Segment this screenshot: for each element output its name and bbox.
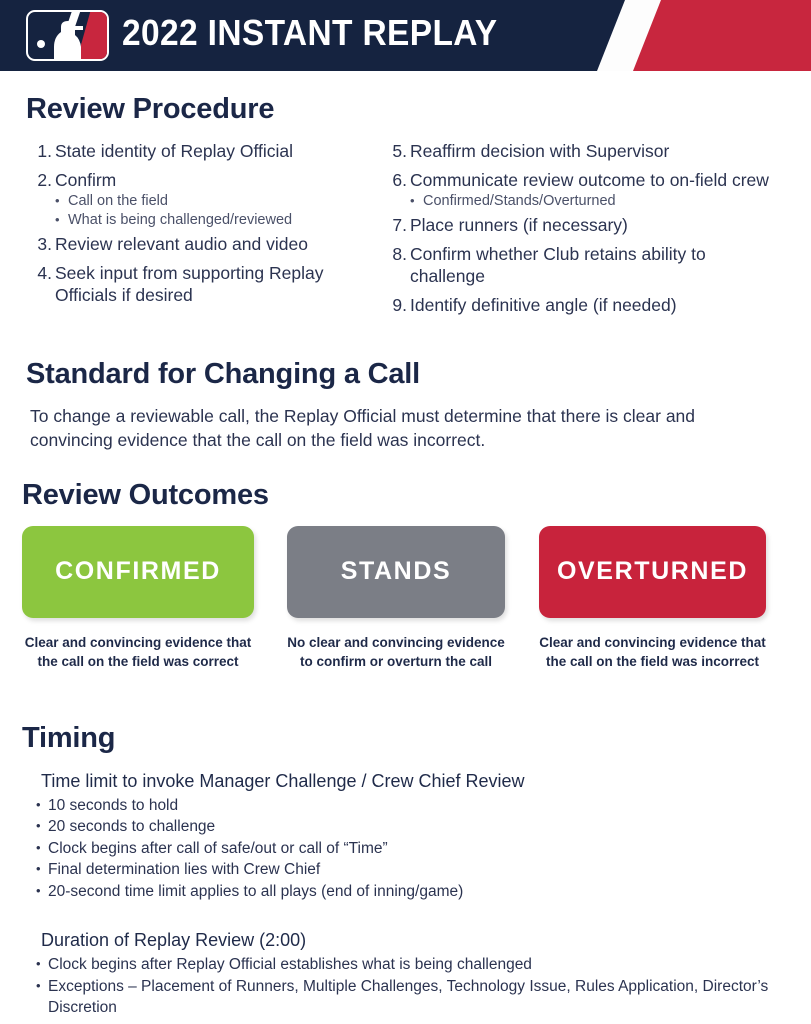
procedure-item-number: 3. [37, 233, 52, 254]
procedure-item: 1.State identity of Replay Official [30, 140, 390, 162]
batter-silhouette-icon [54, 21, 83, 59]
timing-block: Duration of Replay Review (2:00)Clock be… [36, 928, 811, 1019]
procedure-subitem: Call on the field [55, 191, 390, 211]
timing-section: Timing Time limit to invoke Manager Chal… [0, 722, 811, 1019]
procedure-item: 9.Identify definitive angle (if needed) [385, 294, 785, 316]
review-outcomes-boxes: CONFIRMED STANDS OVERTURNED [0, 525, 811, 618]
timing-title: Timing [22, 722, 116, 754]
procedure-item-text: Confirm [55, 169, 117, 190]
procedure-item-text: Confirm whether Club retains ability to … [410, 243, 706, 286]
baseball-icon [37, 40, 45, 48]
review-outcomes-title: Review Outcomes [22, 479, 269, 511]
procedure-item-number: 7. [392, 214, 407, 235]
procedure-item-number: 4. [37, 262, 52, 283]
review-outcomes-captions: Clear and convincing evidence that the c… [0, 633, 811, 693]
procedure-item-text: Place runners (if necessary) [410, 214, 628, 235]
procedure-item: 2.ConfirmCall on the fieldWhat is being … [30, 169, 390, 230]
procedure-item: 8.Confirm whether Club retains ability t… [385, 243, 785, 287]
procedure-item-text: Identify definitive angle (if needed) [410, 294, 677, 315]
review-procedure-title: Review Procedure [26, 93, 275, 125]
procedure-subitem: What is being challenged/reviewed [55, 210, 390, 230]
standard-title: Standard for Changing a Call [26, 358, 420, 390]
procedure-item-text: Review relevant audio and video [55, 233, 308, 254]
timing-item: 10 seconds to hold [36, 794, 811, 817]
outcome-caption: Clear and convincing evidence that the c… [24, 634, 252, 669]
timing-block-heading: Duration of Replay Review (2:00) [41, 930, 307, 951]
procedure-item-text: State identity of Replay Official [55, 140, 293, 161]
standard-for-changing-a-call-section: Standard for Changing a Call To change a… [0, 358, 811, 452]
procedure-subitem-list: Call on the fieldWhat is being challenge… [55, 191, 390, 230]
timing-block: Time limit to invoke Manager Challenge /… [36, 769, 811, 903]
outcome-box-label: OVERTURNED [556, 557, 748, 586]
timing-item: Clock begins after Replay Official estab… [36, 953, 811, 976]
procedure-item-text: Reaffirm decision with Supervisor [410, 140, 670, 161]
procedure-item-number: 9. [392, 294, 407, 315]
timing-item: Clock begins after call of safe/out or c… [36, 837, 811, 860]
outcome-caption: No clear and convincing evidence to conf… [287, 634, 505, 669]
outcome-box-label: CONFIRMED [55, 557, 221, 586]
header-red-band [633, 0, 811, 71]
page-header: 2022 INSTANT REPLAY [0, 0, 811, 71]
timing-item: 20 seconds to challenge [36, 815, 811, 838]
timing-blocks: Time limit to invoke Manager Challenge /… [0, 769, 811, 1019]
timing-block-heading: Time limit to invoke Manager Challenge /… [41, 770, 525, 791]
procedure-item: 5.Reaffirm decision with Supervisor [385, 140, 785, 162]
timing-item-list: Clock begins after Replay Official estab… [36, 953, 811, 1019]
timing-item: 20-second time limit applies to all play… [36, 880, 811, 903]
timing-item: Final determination lies with Crew Chief [36, 858, 811, 881]
procedure-subitem: Confirmed/Stands/Overturned [410, 191, 785, 211]
procedure-item-number: 5. [392, 140, 407, 161]
procedure-item-number: 2. [37, 169, 52, 190]
outcome-box-stands: STANDS [287, 525, 505, 618]
review-outcomes-section: Review Outcomes CONFIRMED STANDS OVERTURNE… [0, 479, 811, 693]
procedure-item-text: Seek input from supporting Replay Offici… [55, 262, 324, 305]
timing-item-list: 10 seconds to hold20 seconds to challeng… [36, 794, 811, 903]
procedure-item-number: 6. [392, 169, 407, 190]
procedure-item-number: 8. [392, 243, 407, 264]
outcome-box-confirmed: CONFIRMED [22, 525, 254, 618]
procedure-subitem-list: Confirmed/Stands/Overturned [410, 191, 785, 211]
review-procedure-section: Review Procedure 1.State identity of Rep… [0, 93, 811, 340]
procedure-item: 7.Place runners (if necessary) [385, 214, 785, 236]
page-title: 2022 INSTANT REPLAY [122, 12, 498, 53]
outcome-box-label: STANDS [340, 557, 452, 586]
mlb-logo [26, 10, 109, 61]
standard-body-text: To change a reviewable call, the Replay … [30, 405, 696, 450]
timing-item: Exceptions – Placement of Runners, Multi… [36, 975, 811, 1019]
procedure-item-text: Communicate review outcome to on-field c… [410, 169, 769, 190]
procedure-item: 6.Communicate review outcome to on-field… [385, 169, 785, 211]
procedure-item: 3.Review relevant audio and video [30, 233, 390, 255]
procedure-item: 4.Seek input from supporting Replay Offi… [30, 262, 390, 306]
procedure-item-number: 1. [37, 140, 52, 161]
outcome-caption: Clear and convincing evidence that the c… [539, 634, 766, 669]
outcome-box-overturned: OVERTURNED [539, 525, 766, 618]
